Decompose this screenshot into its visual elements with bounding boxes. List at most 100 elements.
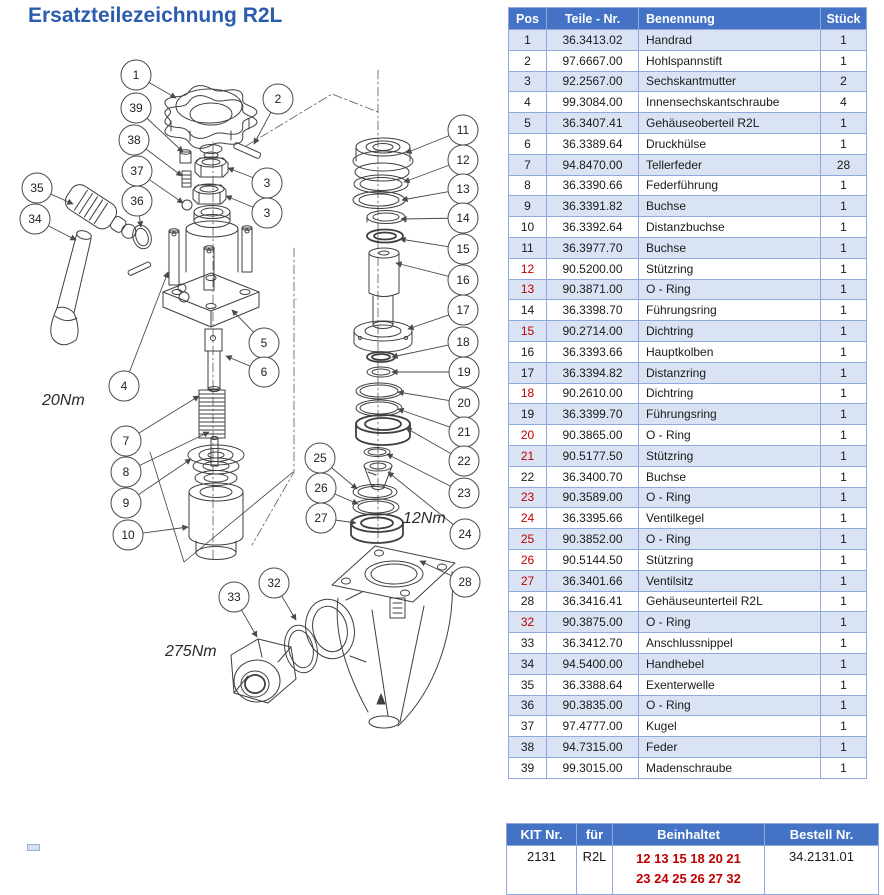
o-ring-part — [280, 622, 321, 676]
cell-qty: 1 — [821, 404, 867, 425]
cell-name: Gehäuseunterteil R2L — [639, 591, 821, 612]
svg-text:4: 4 — [121, 379, 128, 393]
balloon-33: 33 — [219, 582, 249, 612]
cell-name: Gehäuseoberteil R2L — [639, 113, 821, 134]
ball-part — [182, 200, 192, 210]
cell-pos: 33 — [509, 633, 547, 654]
svg-text:36: 36 — [130, 194, 144, 208]
cell-qty: 1 — [821, 549, 867, 570]
cell-part-no: 92.2567.00 — [547, 71, 639, 92]
set-screw-part — [180, 150, 191, 163]
cell-name: O - Ring — [639, 487, 821, 508]
svg-text:3: 3 — [264, 206, 271, 220]
balloon-16: 16 — [448, 265, 478, 295]
support-ring-part — [353, 499, 399, 515]
cell-qty: 1 — [821, 466, 867, 487]
svg-text:7: 7 — [123, 434, 130, 448]
guide-ring-part — [367, 211, 405, 224]
balloon-27: 27 — [306, 503, 336, 533]
leader-line — [282, 596, 296, 620]
cell-part-no: 90.3852.00 — [547, 529, 639, 550]
cell-qty: 1 — [821, 737, 867, 758]
leader-line — [149, 180, 183, 203]
cell-pos: 11 — [509, 237, 547, 258]
leader-line — [402, 192, 448, 200]
leader-line — [139, 396, 199, 433]
leader-line — [149, 82, 176, 98]
balloon-36: 36 — [122, 186, 152, 216]
balloon-3: 3 — [252, 168, 282, 198]
cell-qty: 1 — [821, 341, 867, 362]
cell-part-no: 36.3398.70 — [547, 300, 639, 321]
balloon-34: 34 — [20, 204, 50, 234]
o-ring-part — [356, 383, 402, 399]
cell-part-no: 90.5200.00 — [547, 258, 639, 279]
cell-name: O - Ring — [639, 425, 821, 446]
cell-qty: 1 — [821, 633, 867, 654]
cell-pos: 20 — [509, 425, 547, 446]
svg-text:26: 26 — [314, 481, 328, 495]
leader-line — [396, 263, 448, 276]
cell-pos: 18 — [509, 383, 547, 404]
balloon-13: 13 — [448, 174, 478, 204]
svg-text:16: 16 — [456, 273, 470, 287]
svg-text:14: 14 — [456, 211, 470, 225]
cell-pos: 13 — [509, 279, 547, 300]
cell-name: Handrad — [639, 30, 821, 51]
cell-pos: 35 — [509, 674, 547, 695]
cell-pos: 26 — [509, 549, 547, 570]
cell-pos: 27 — [509, 570, 547, 591]
balloon-24: 24 — [450, 519, 480, 549]
svg-text:33: 33 — [227, 590, 241, 604]
cell-name: Buchse — [639, 237, 821, 258]
cell-name: Ventilsitz — [639, 570, 821, 591]
svg-text:19: 19 — [457, 365, 471, 379]
cell-part-no: 36.3393.66 — [547, 341, 639, 362]
cell-qty: 1 — [821, 716, 867, 737]
leader-line — [48, 226, 76, 240]
balloon-14: 14 — [448, 203, 478, 233]
cell-qty: 1 — [821, 612, 867, 633]
balloon-23: 23 — [449, 478, 479, 508]
kit-col-header-kit-no: KIT Nr. — [507, 824, 577, 846]
leader-line — [406, 136, 449, 153]
cell-kit-no: 2131 — [507, 846, 577, 895]
cell-pos: 22 — [509, 466, 547, 487]
leader-line — [226, 356, 250, 366]
svg-text:24: 24 — [458, 527, 472, 541]
leader-line — [228, 168, 253, 178]
cell-qty: 1 — [821, 757, 867, 778]
balloon-8: 8 — [111, 457, 141, 487]
svg-text:9: 9 — [123, 496, 130, 510]
cell-qty: 1 — [821, 445, 867, 466]
svg-text:12: 12 — [456, 153, 470, 167]
cell-qty: 1 — [821, 383, 867, 404]
svg-text:1: 1 — [133, 68, 140, 82]
support-ring-part — [354, 175, 408, 193]
leader-line — [398, 409, 450, 427]
cell-part-no: 90.3835.00 — [547, 695, 639, 716]
svg-text:22: 22 — [457, 454, 471, 468]
cell-part-no: 36.3407.41 — [547, 113, 639, 134]
o-ring-part — [353, 192, 405, 209]
cell-part-no: 36.3390.66 — [547, 175, 639, 196]
cell-pos: 39 — [509, 757, 547, 778]
cell-qty: 1 — [821, 50, 867, 71]
leader-line — [51, 194, 73, 204]
balloon-17: 17 — [448, 295, 478, 325]
